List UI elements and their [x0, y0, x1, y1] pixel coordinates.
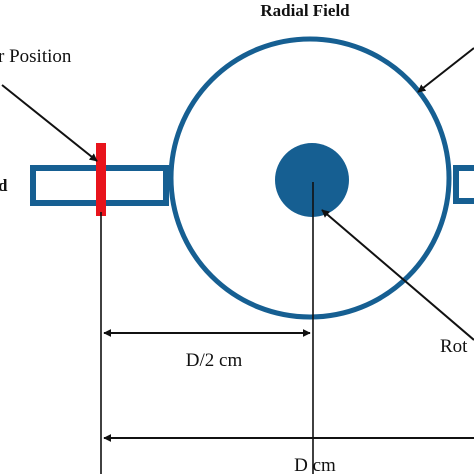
right-port — [453, 165, 474, 204]
left-partial-label: d — [0, 176, 8, 195]
radial-field-label: Radial Field — [260, 1, 350, 20]
rotor-partial-label: Rot — [440, 336, 468, 357]
rotor-pointer-arrow — [321, 209, 474, 341]
half-distance-label: D/2 cm — [186, 350, 243, 371]
sensor-marker — [96, 143, 106, 216]
sensor-position-label: r Position — [0, 46, 72, 67]
full-distance-label: D cm — [294, 455, 336, 474]
radial-field-pointer-arrow — [417, 47, 474, 93]
sensor-pointer-arrow — [1, 84, 98, 162]
rotor-disc — [275, 143, 349, 217]
